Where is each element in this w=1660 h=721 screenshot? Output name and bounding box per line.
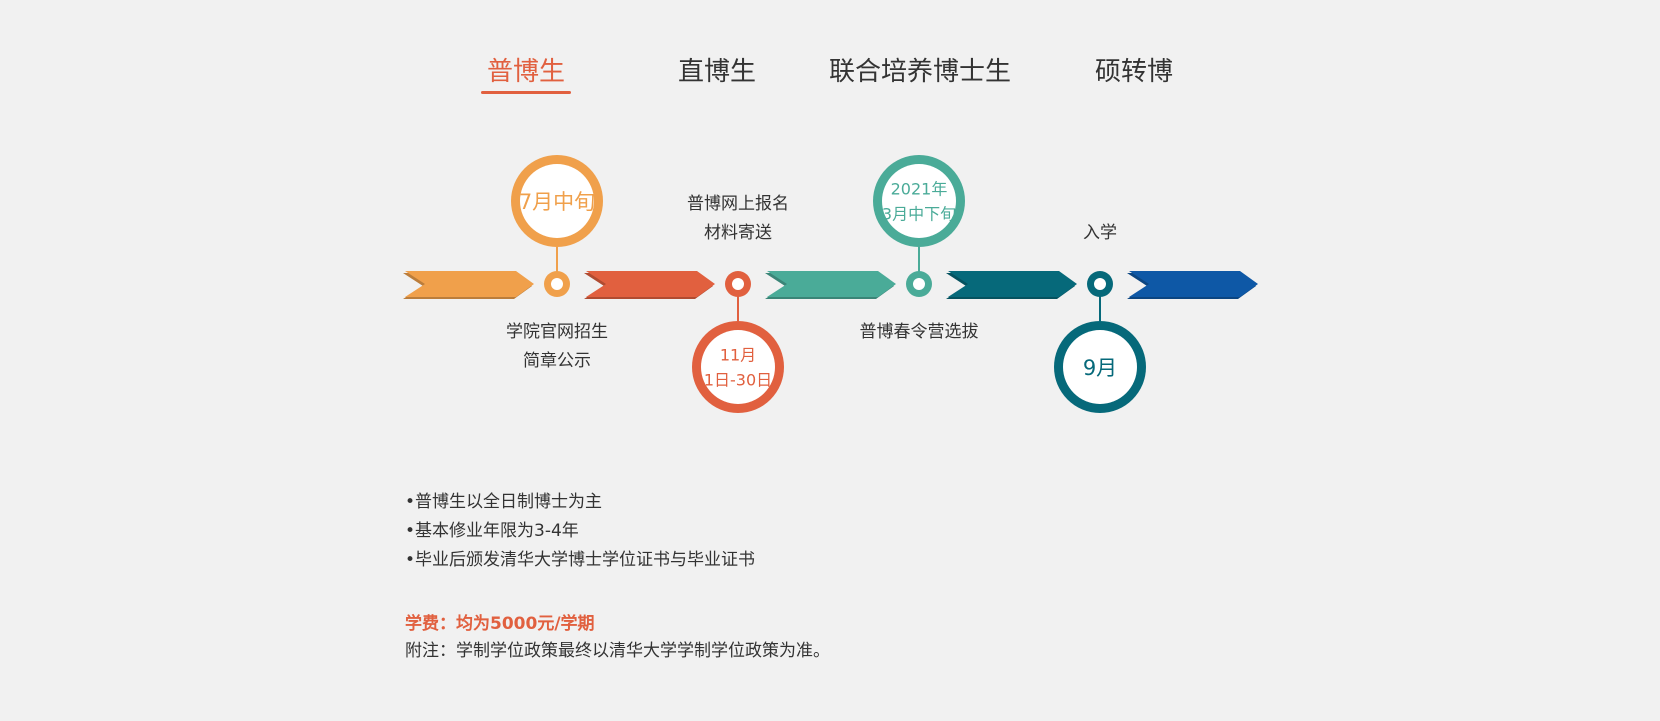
date-label: 11月 bbox=[720, 346, 756, 365]
date-label: 3月中下旬 bbox=[882, 205, 956, 224]
milestone-node-center bbox=[913, 278, 925, 290]
date-circle-inner bbox=[882, 164, 956, 238]
milestone-caption: 材料寄送 bbox=[704, 223, 772, 243]
date-label: 7月中旬 bbox=[519, 190, 595, 214]
arrow-body bbox=[586, 271, 715, 297]
tab-zhi-bo-sheng[interactable]: 直博生 bbox=[676, 52, 758, 92]
milestone-caption: 简章公示 bbox=[523, 351, 591, 371]
timeline-arrow-segment bbox=[946, 271, 1077, 299]
milestone-node-center bbox=[732, 278, 744, 290]
timeline-arrow-segment bbox=[584, 271, 715, 299]
tab-label: 普博生 bbox=[486, 57, 565, 87]
milestone-caption: 普博春令营选拔 bbox=[860, 322, 979, 342]
milestone-caption: 学院官网招生 bbox=[506, 322, 608, 342]
tab-label: 联合培养博士生 bbox=[828, 57, 1011, 87]
policy-footnote: 附注：学制学位政策最终以清华大学学制学位政策为准。 bbox=[405, 641, 830, 661]
arrow-body bbox=[1129, 271, 1258, 297]
tab-lian-he-pei-yang[interactable]: 联合培养博士生 bbox=[828, 52, 1012, 92]
timeline-arrow-segment bbox=[403, 271, 534, 299]
timeline-arrow-segment bbox=[765, 271, 896, 299]
timeline-milestone: 9月 入学 bbox=[1054, 223, 1146, 413]
arrow-body bbox=[767, 271, 896, 297]
arrow-body bbox=[405, 271, 534, 297]
active-tab-underline bbox=[481, 91, 571, 94]
milestone-node-center bbox=[551, 278, 563, 290]
tuition-fee: 学费：均为5000元/学期 bbox=[405, 614, 595, 634]
arrow-body bbox=[948, 271, 1077, 297]
date-label: 1日-30日 bbox=[704, 371, 772, 390]
date-label: 2021年 bbox=[891, 180, 948, 199]
date-label: 9月 bbox=[1083, 356, 1117, 380]
timeline-arrow-segment bbox=[1127, 271, 1258, 299]
date-circle-inner bbox=[520, 164, 594, 238]
milestone-caption: 普博网上报名 bbox=[687, 194, 789, 214]
milestone-node-center bbox=[1094, 278, 1106, 290]
note-bullet: •毕业后颁发清华大学博士学位证书与毕业证书 bbox=[405, 550, 756, 570]
tab-label: 直博生 bbox=[677, 57, 756, 87]
milestone-caption: 入学 bbox=[1083, 223, 1117, 243]
tab-pu-bo-sheng[interactable]: 普博生 bbox=[481, 52, 571, 94]
note-bullet: •基本修业年限为3-4年 bbox=[405, 521, 579, 541]
date-circle-inner bbox=[701, 330, 775, 404]
tab-shuo-zhuan-bo[interactable]: 硕转博 bbox=[1092, 52, 1176, 92]
note-bullet: •普博生以全日制博士为主 bbox=[405, 492, 603, 512]
tab-label: 硕转博 bbox=[1094, 57, 1173, 87]
date-circle-inner bbox=[1063, 330, 1137, 404]
program-notes: •普博生以全日制博士为主 •基本修业年限为3-4年 •毕业后颁发清华大学博士学位… bbox=[405, 488, 755, 575]
